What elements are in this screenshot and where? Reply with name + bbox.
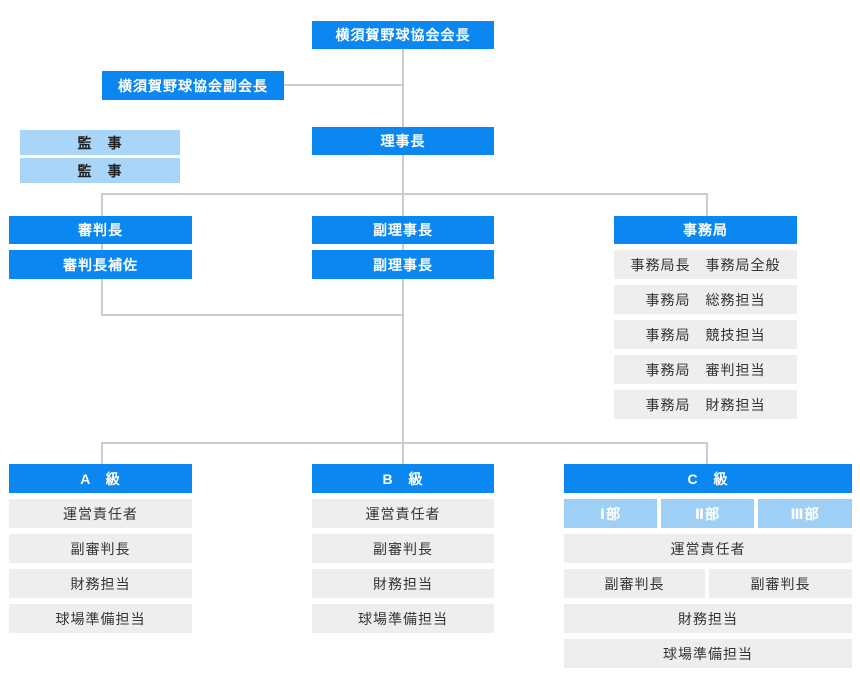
node-secretariat-row: 事務局 財務担当 xyxy=(614,390,797,419)
node-vice-chairman-2: 副理事長 xyxy=(312,250,494,279)
node-class-c-manager: 運営責任者 xyxy=(564,534,852,563)
node-auditor-1: 監 事 xyxy=(20,130,180,155)
node-class-b-row: 副審判長 xyxy=(312,534,494,563)
node-chairman: 理事長 xyxy=(312,127,494,155)
node-auditor-2: 監 事 xyxy=(20,158,180,183)
node-secretariat-row: 事務局 審判担当 xyxy=(614,355,797,384)
connector-line xyxy=(402,49,404,127)
connector-line xyxy=(402,155,404,194)
node-class-c-division-3: Ⅲ部 xyxy=(758,499,852,528)
node-class-a-row: 球場準備担当 xyxy=(9,604,192,633)
node-class-c-finance: 財務担当 xyxy=(564,604,852,633)
node-chief-umpire: 審判長 xyxy=(9,216,192,244)
node-class-c-division-1: Ⅰ部 xyxy=(564,499,657,528)
node-class-b-row: 球場準備担当 xyxy=(312,604,494,633)
node-president: 横須賀野球協会会長 xyxy=(312,21,494,49)
node-class-c-ground-prep: 球場準備担当 xyxy=(564,639,852,668)
node-vice-president: 横須賀野球協会副会長 xyxy=(102,71,284,100)
connector-line xyxy=(284,84,404,86)
node-secretariat-row: 事務局 総務担当 xyxy=(614,285,797,314)
node-class-a-row: 財務担当 xyxy=(9,569,192,598)
node-vice-chairman-1: 副理事長 xyxy=(312,216,494,244)
node-secretariat-header: 事務局 xyxy=(614,216,797,244)
node-secretariat-row: 事務局 競技担当 xyxy=(614,320,797,349)
node-class-a-header: A 級 xyxy=(9,464,192,493)
connector-line xyxy=(402,442,404,465)
connector-line xyxy=(101,442,708,444)
node-secretariat-row: 事務局長 事務局全般 xyxy=(614,250,797,279)
node-class-b-row: 財務担当 xyxy=(312,569,494,598)
node-class-c-header: C 級 xyxy=(564,464,852,493)
connector-line xyxy=(101,442,103,465)
node-class-a-row: 運営責任者 xyxy=(9,499,192,528)
node-class-b-row: 運営責任者 xyxy=(312,499,494,528)
connector-line xyxy=(706,442,708,464)
node-class-c-division-2: Ⅱ部 xyxy=(661,499,754,528)
node-class-c-vice-umpire-right: 副審判長 xyxy=(709,569,852,598)
node-class-b-header: B 級 xyxy=(312,464,494,493)
node-chief-umpire-assistant: 審判長補佐 xyxy=(9,250,192,279)
connector-line xyxy=(706,193,708,217)
node-class-c-vice-umpire-left: 副審判長 xyxy=(564,569,705,598)
node-class-a-row: 副審判長 xyxy=(9,534,192,563)
connector-line xyxy=(402,314,404,444)
connector-line xyxy=(101,314,404,316)
connector-line xyxy=(101,193,708,195)
